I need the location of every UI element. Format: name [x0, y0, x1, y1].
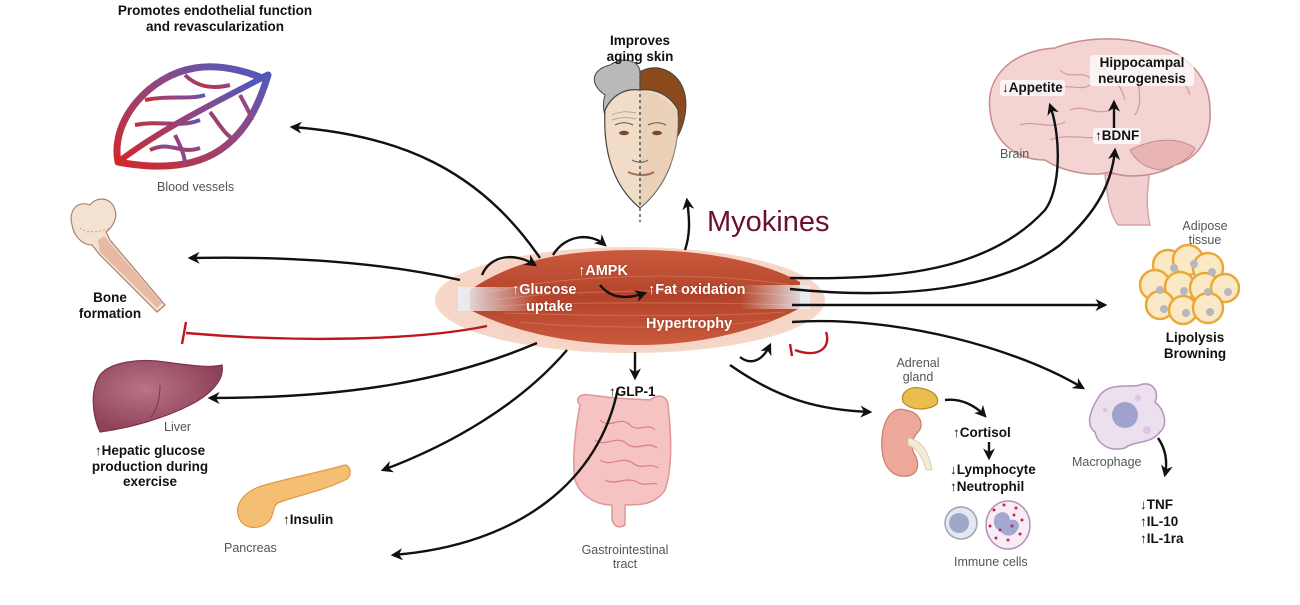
adrenal-label-line1: Adrenal — [896, 356, 940, 370]
adipose-label-line2: tissue — [1188, 233, 1222, 248]
adrenal-label: Adrenal gland — [888, 356, 948, 385]
adipose-label: Adipose tissue — [1170, 219, 1240, 248]
arrow-self-ampk — [551, 234, 607, 256]
adipose-label-line1: Adipose — [1182, 219, 1228, 233]
liver-icon — [92, 359, 223, 433]
gut-label-line2: tract — [612, 557, 638, 572]
arrow-to-macrophage — [791, 319, 1086, 390]
inhibit-bone-line — [185, 324, 488, 341]
inhibit-bone-bar — [180, 321, 188, 345]
arrow-to-adrenal — [729, 364, 873, 418]
arrow-macrophage-to-cytokines — [1157, 437, 1173, 478]
kidney-adrenal-icon — [881, 387, 939, 477]
bone-effect-line2: formation — [78, 305, 142, 321]
liver-effect-line1: ↑Hepatic glucose — [94, 443, 206, 458]
liver-effect-line3: exercise — [122, 474, 178, 490]
macrophage-icon — [1088, 383, 1166, 450]
inhibition-lines — [180, 321, 829, 357]
immune-cells-label: Immune cells — [954, 555, 1028, 569]
intestine-icon — [573, 393, 672, 528]
blood-vessels-effect-line1: Promotes endothelial function — [117, 3, 313, 18]
bone-effect-line1: Bone — [93, 290, 127, 305]
bone-effect: Bone formation — [70, 290, 150, 321]
brain-neuro-line1: Hippocampal — [1099, 55, 1185, 70]
muscle-label-uptake: uptake — [526, 299, 573, 315]
skin-effect-line2: aging skin — [606, 48, 674, 64]
adrenal-label-line2: gland — [902, 370, 934, 385]
arrow-to-pancreas — [380, 349, 568, 473]
liver-label: Liver — [164, 420, 192, 434]
muscle-label-fat-oxidation: ↑Fat oxidation — [648, 282, 746, 298]
pancreas-icon — [237, 464, 351, 529]
gut-label-line1: Gastrointestinal — [581, 543, 669, 557]
macrophage-il10: ↑IL-10 — [1140, 513, 1179, 529]
blood-vessels-effect: Promotes endothelial function and revasc… — [100, 3, 330, 34]
macrophage-label: Macrophage — [1072, 455, 1142, 469]
arrow-to-appetite — [789, 102, 1059, 280]
muscle-label-glucose: ↑Glucose — [512, 282, 577, 298]
arrow-adrenal-to-cortisol — [944, 398, 987, 418]
arrow-to-skin — [682, 197, 695, 251]
brain-neuro-line2: neurogenesis — [1098, 70, 1186, 86]
skin-effect: Improves aging skin — [590, 33, 690, 64]
inhibit-hypertrophy-bar — [788, 343, 794, 357]
adrenal-lymphocyte: ↓Lymphocyte — [950, 462, 1036, 477]
blood-vessels-effect-line2: and revascularization — [145, 18, 285, 34]
arrow-self-hypertrophy — [739, 342, 772, 363]
arrow-ampk-to-fat — [599, 284, 648, 302]
adrenal-neutrophil: ↑Neutrophil — [950, 479, 1025, 494]
arrow-to-liver — [207, 341, 538, 404]
bone-icon — [70, 198, 166, 313]
adipose-cells-icon — [1138, 243, 1241, 326]
blood-vessels-label: Blood vessels — [157, 180, 235, 194]
brain-appetite: ↓Appetite — [1000, 80, 1065, 96]
macrophage-il1ra: ↑IL-1ra — [1140, 530, 1184, 546]
gut-effect: ↑GLP-1 — [609, 384, 656, 399]
adipose-effect-line1: Lipolysis — [1165, 330, 1225, 345]
brain-label: Brain — [1000, 147, 1030, 161]
diagram-title: Myokines — [707, 206, 830, 238]
arrow-self-glucose — [480, 254, 538, 276]
pancreas-label: Pancreas — [224, 541, 277, 555]
macrophage-cytokines: ↓TNF ↑IL-10 ↑IL-1ra — [1140, 497, 1184, 548]
blood-vessels-icon — [113, 63, 272, 170]
adipose-effect: Lipolysis Browning — [1140, 330, 1250, 361]
adipose-effect-line2: Browning — [1163, 345, 1227, 361]
pancreas-effect: ↑Insulin — [283, 512, 334, 527]
macrophage-tnf: ↓TNF — [1140, 497, 1173, 512]
skin-effect-line1: Improves — [609, 33, 671, 48]
liver-effect-line2: production during — [91, 458, 209, 474]
inhibit-hypertrophy-curve — [794, 331, 829, 355]
arrow-to-bone — [187, 251, 461, 282]
muscle-icon — [435, 247, 825, 353]
brain-neurogenesis: Hippocampal neurogenesis — [1090, 55, 1194, 87]
arrows — [187, 99, 1173, 561]
adrenal-cortisol: ↑Cortisol — [953, 425, 1011, 440]
muscle-label-hypertrophy: Hypertrophy — [646, 316, 733, 332]
immune-cells-icon — [944, 500, 1031, 550]
muscle-label-ampk: ↑AMPK — [578, 263, 628, 279]
gut-label: Gastrointestinal tract — [575, 543, 675, 572]
brain-bdnf: ↑BDNF — [1093, 128, 1142, 144]
face-icon — [593, 59, 687, 222]
liver-effect: ↑Hepatic glucose production during exerc… — [80, 443, 220, 490]
arrow-gut-to-lower-left — [390, 387, 620, 561]
arrow-to-blood-vessels — [289, 121, 541, 259]
arrow-to-bdnf — [789, 147, 1121, 295]
